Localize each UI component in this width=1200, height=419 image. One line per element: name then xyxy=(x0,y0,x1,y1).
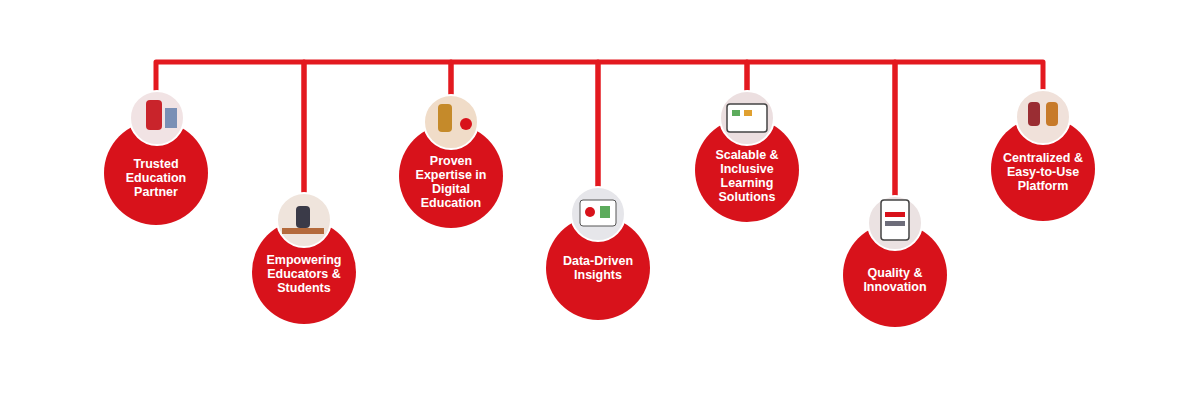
node-label: Quality & Innovation xyxy=(862,266,928,294)
node-label: Data-Driven Insights xyxy=(557,254,639,282)
feature-circle: Trusted Education Partner xyxy=(104,121,208,225)
node-label: Proven Expertise in Digital Education xyxy=(415,154,487,210)
feature-circle: Quality & Innovation xyxy=(843,223,947,327)
text-wrap: Quality & Innovation xyxy=(862,266,928,294)
node-label: Scalable & Inclusive Learning Solutions xyxy=(710,148,784,204)
photo-detail xyxy=(732,110,740,116)
feature-circle: Scalable & Inclusive Learning Solutions xyxy=(695,118,799,222)
node-label: Trusted Education Partner xyxy=(118,157,194,199)
text-wrap: Trusted Education Partner xyxy=(118,157,194,199)
text-wrap: Data-Driven Insights xyxy=(557,254,639,282)
feature-circle: Proven Expertise in Digital Education xyxy=(399,124,503,228)
text-wrap: Scalable & Inclusive Learning Solutions xyxy=(710,148,784,204)
node-label: Centralized & Easy-to-Use Platform xyxy=(997,151,1089,193)
feature-circle: Empowering Educators & Students xyxy=(252,220,356,324)
text-wrap: Empowering Educators & Students xyxy=(261,253,347,295)
text-wrap: Centralized & Easy-to-Use Platform xyxy=(997,151,1089,193)
text-wrap: Proven Expertise in Digital Education xyxy=(415,154,487,210)
photo-detail xyxy=(885,212,905,217)
photo-detail xyxy=(744,110,752,116)
node-label: Empowering Educators & Students xyxy=(261,253,347,295)
feature-circle: Centralized & Easy-to-Use Platform xyxy=(991,117,1095,221)
feature-circle: Data-Driven Insights xyxy=(546,216,650,320)
